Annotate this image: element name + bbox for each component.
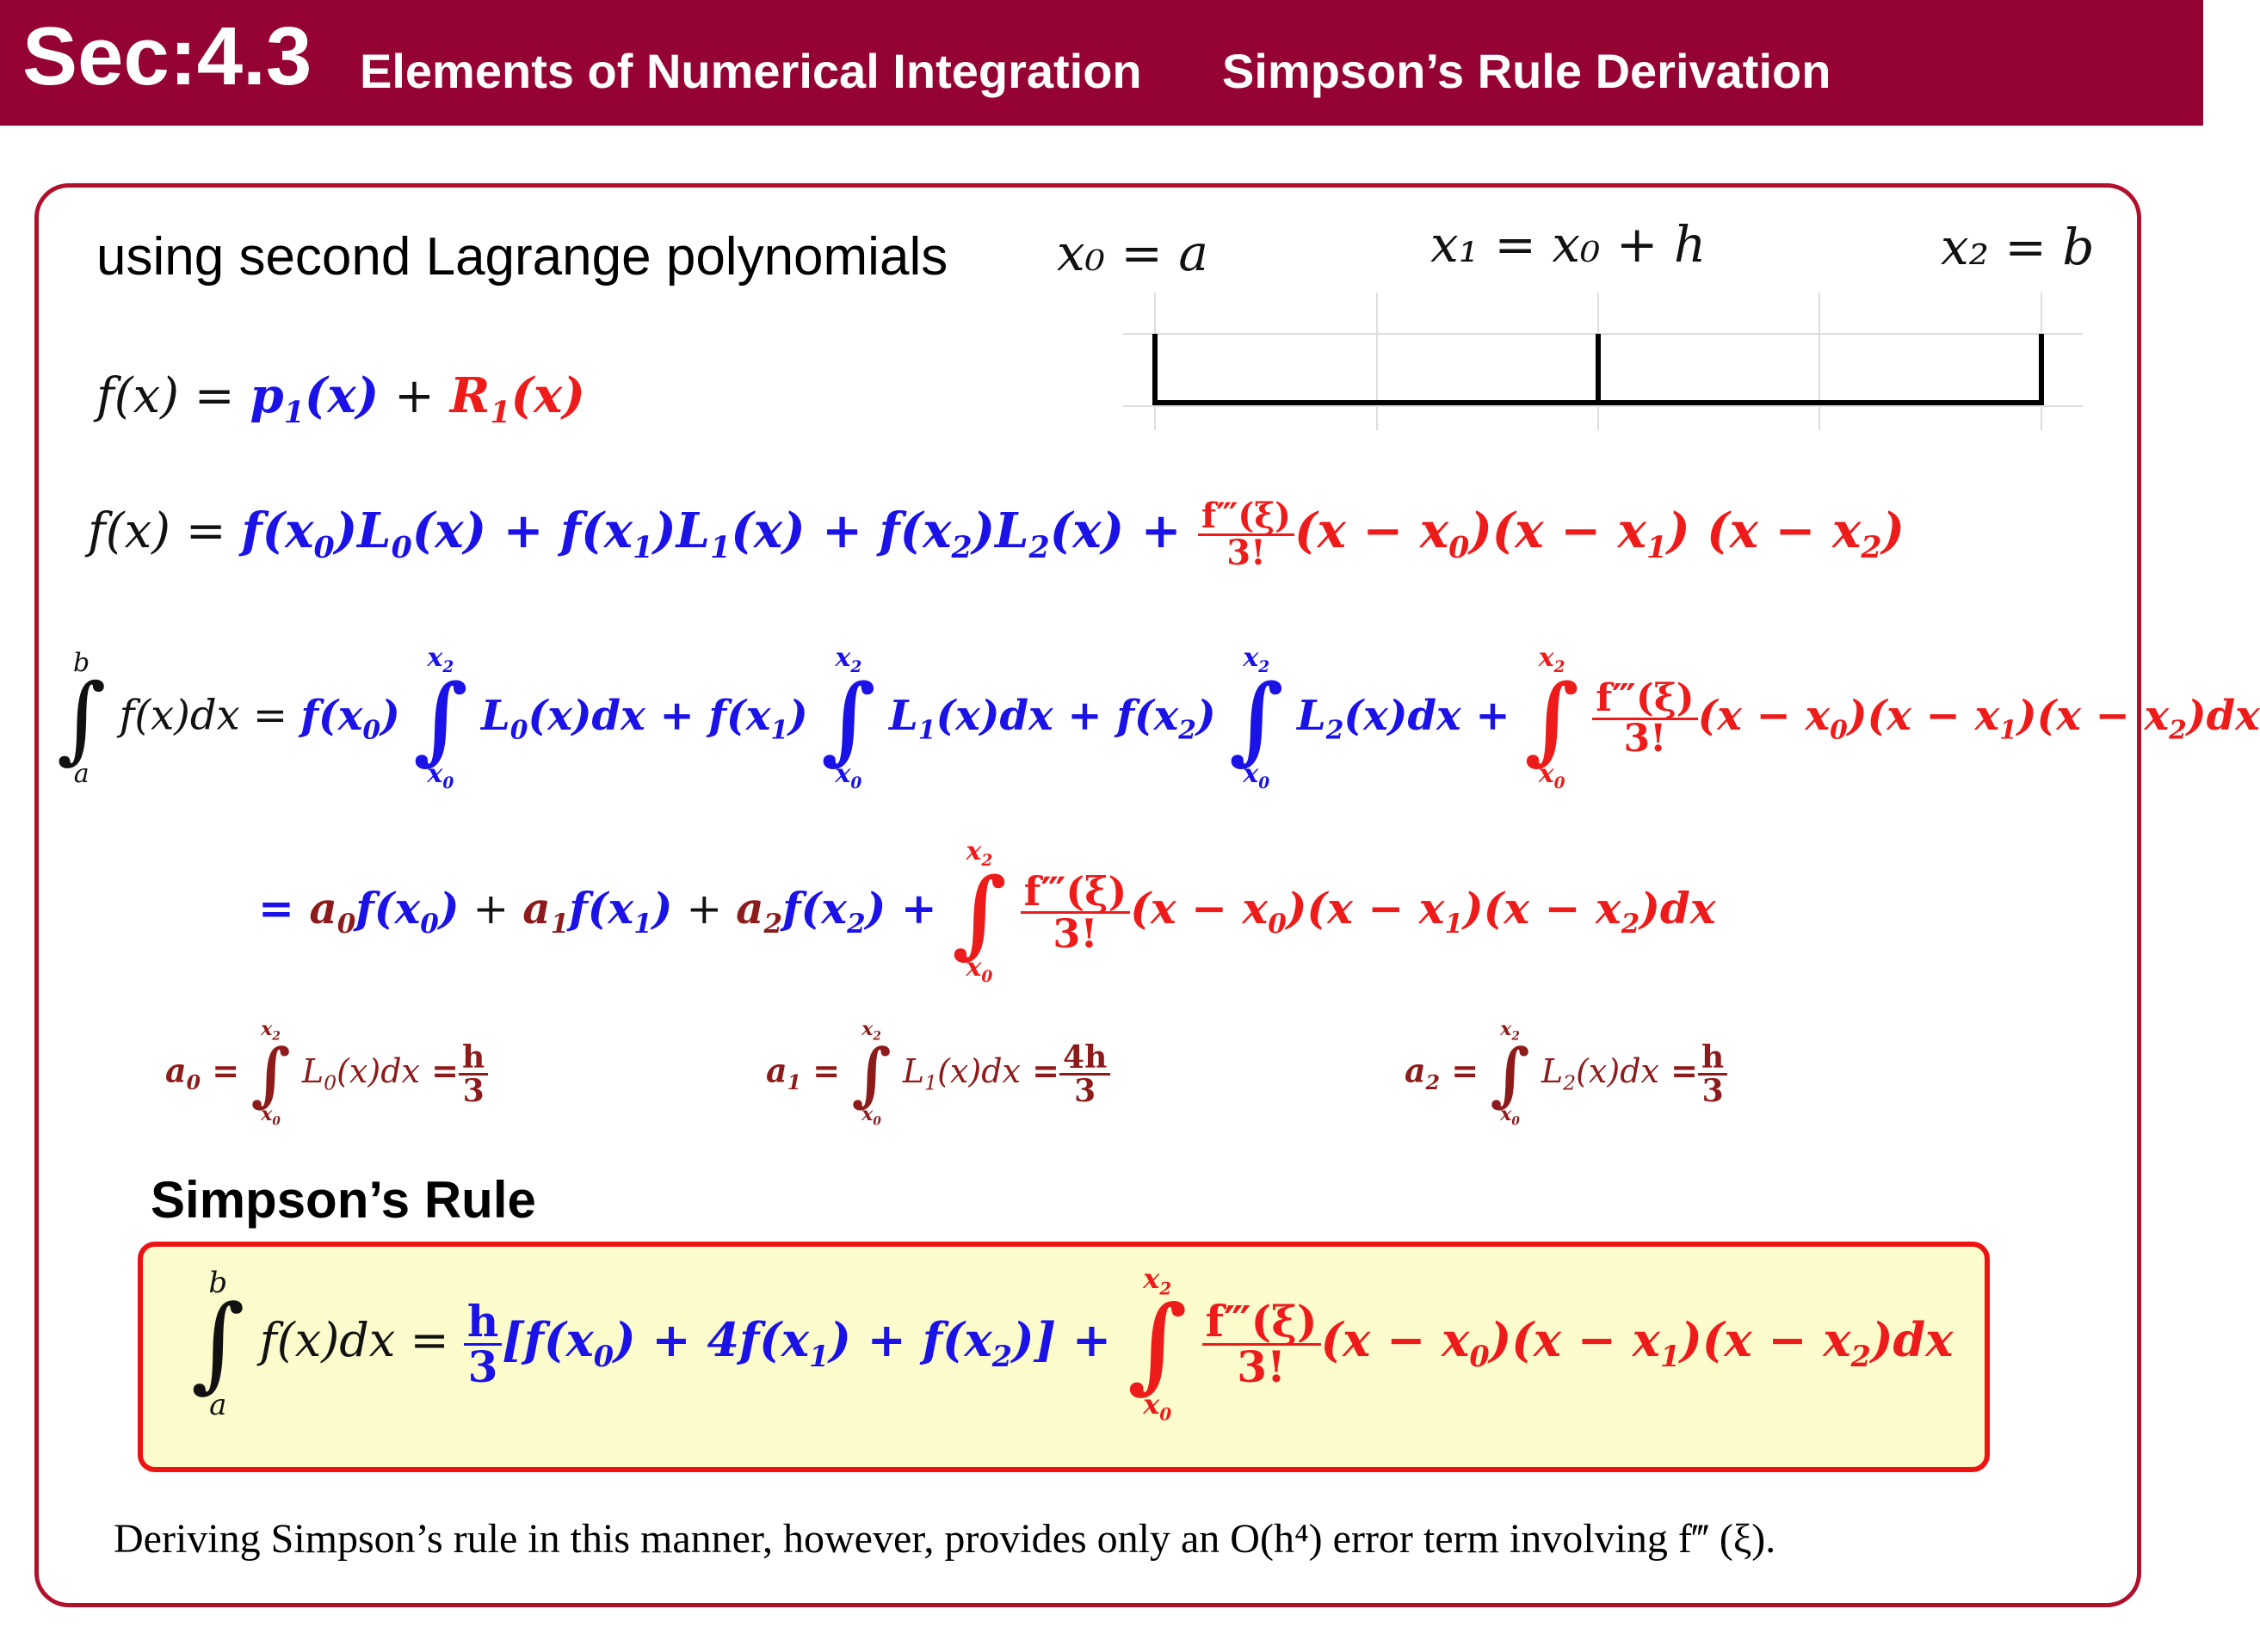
rule-box <box>138 1242 1990 1472</box>
equation-weighted-sum: = a0f(x0) + a1f(x1) + a2f(x2) + x2∫x0 f‴… <box>258 836 1716 986</box>
interval-diagram <box>1054 206 2121 439</box>
footnote-text: Deriving Simpson’s rule in this manner, … <box>114 1516 1776 1562</box>
equation-lagrange-expansion: f(x) = f(x0)L0(x) + f(x1)L1(x) + f(x2)L2… <box>88 496 1905 573</box>
equation-integral-expansion: b∫a f(x)dx = f(x0) x2∫x0 L0(x)dx + f(x1)… <box>57 643 2260 792</box>
label-x0: x₀ = a <box>1057 224 1209 282</box>
content-frame <box>34 183 2141 1607</box>
intro-text: using second Lagrange polynomials <box>96 227 948 287</box>
equation-decomposition: f(x) = p1(x) + R1(x) <box>96 367 585 431</box>
label-x1: x₁ = x₀ + h <box>1430 215 1707 274</box>
slide-subtitle: Simpson’s Rule Derivation <box>1222 44 1831 98</box>
label-x2: x₂ = b <box>1941 218 2095 276</box>
header-bar <box>0 0 2203 126</box>
section-number: Sec:4.3 <box>22 10 312 102</box>
rule-title: Simpson’s Rule <box>151 1171 536 1229</box>
interval-svg <box>1123 293 2083 430</box>
slide-title: Elements of Numerical Integration <box>360 44 1142 98</box>
